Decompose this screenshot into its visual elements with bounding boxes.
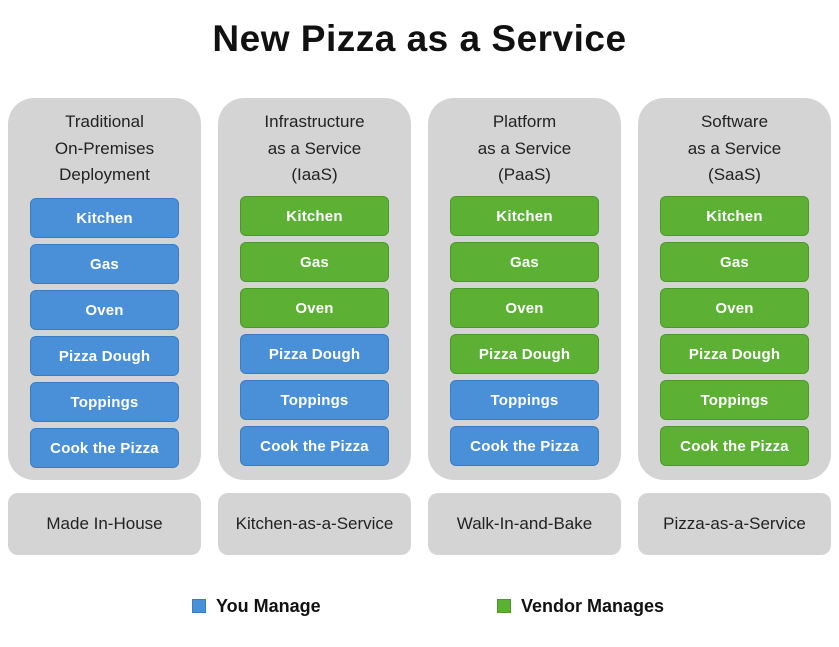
layer-stack: Kitchen Gas Oven Pizza Dough Toppings Co…: [450, 196, 599, 472]
heading-line: (SaaS): [708, 165, 761, 184]
model-label-walk-in-and-bake: Walk-In-and-Bake: [428, 493, 621, 555]
layer-kitchen: Kitchen: [450, 196, 599, 236]
layer-cook-the-pizza: Cook the Pizza: [240, 426, 389, 466]
layer-kitchen: Kitchen: [30, 198, 179, 238]
heading-line: Software: [700, 112, 769, 131]
layer-pizza-dough: Pizza Dough: [660, 334, 809, 374]
heading-line: Deployment: [59, 165, 150, 184]
heading-line: (IaaS): [291, 165, 338, 184]
legend-label: You Manage: [216, 595, 321, 616]
layer-gas: Gas: [240, 242, 389, 282]
heading-line: (PaaS): [498, 165, 551, 184]
layer-oven: Oven: [660, 288, 809, 328]
layer-pizza-dough: Pizza Dough: [240, 334, 389, 374]
legend-swatch-green: [497, 599, 511, 613]
layer-stack: Kitchen Gas Oven Pizza Dough Toppings Co…: [660, 196, 809, 472]
layer-oven: Oven: [450, 288, 599, 328]
column-saas: Software as a Service (SaaS) Kitchen Gas…: [638, 98, 831, 480]
legend-swatch-blue: [192, 599, 206, 613]
heading-line: Platform: [492, 112, 557, 131]
model-label-made-in-house: Made In-House: [8, 493, 201, 555]
column-heading: Traditional On-Premises Deployment: [8, 109, 201, 189]
layer-gas: Gas: [30, 244, 179, 284]
layer-cook-the-pizza: Cook the Pizza: [660, 426, 809, 466]
heading-line: as a Service: [477, 138, 572, 158]
layer-kitchen: Kitchen: [240, 196, 389, 236]
column-paas: Platform as a Service (PaaS) Kitchen Gas…: [428, 98, 621, 480]
layer-cook-the-pizza: Cook the Pizza: [30, 428, 179, 468]
diagram-title: New Pizza as a Service: [212, 18, 627, 59]
legend-you-manage: You Manage: [192, 593, 321, 619]
legend-vendor-manages: Vendor Manages: [497, 593, 664, 619]
column-heading: Software as a Service (SaaS): [638, 109, 831, 189]
column-traditional: Traditional On-Premises Deployment Kitch…: [8, 98, 201, 480]
layer-toppings: Toppings: [450, 380, 599, 420]
column-heading: Platform as a Service (PaaS): [428, 109, 621, 189]
layer-gas: Gas: [450, 242, 599, 282]
layer-cook-the-pizza: Cook the Pizza: [450, 426, 599, 466]
heading-line: Traditional: [65, 112, 144, 131]
layer-toppings: Toppings: [660, 380, 809, 420]
layer-toppings: Toppings: [30, 382, 179, 422]
column-heading: Infrastructure as a Service (IaaS): [218, 109, 411, 189]
column-iaas: Infrastructure as a Service (IaaS) Kitch…: [218, 98, 411, 480]
layer-stack: Kitchen Gas Oven Pizza Dough Toppings Co…: [240, 196, 389, 472]
layer-gas: Gas: [660, 242, 809, 282]
heading-line: as a Service: [687, 138, 782, 158]
heading-line: Infrastructure: [264, 112, 365, 131]
heading-line: On-Premises: [54, 138, 155, 158]
layer-stack: Kitchen Gas Oven Pizza Dough Toppings Co…: [30, 198, 179, 474]
model-label-pizza-as-a-service: Pizza-as-a-Service: [638, 493, 831, 555]
layer-pizza-dough: Pizza Dough: [30, 336, 179, 376]
layer-oven: Oven: [240, 288, 389, 328]
layer-kitchen: Kitchen: [660, 196, 809, 236]
heading-line: as a Service: [267, 138, 362, 158]
layer-pizza-dough: Pizza Dough: [450, 334, 599, 374]
legend-label: Vendor Manages: [521, 595, 665, 616]
layer-toppings: Toppings: [240, 380, 389, 420]
model-label-kitchen-as-a-service: Kitchen-as-a-Service: [218, 493, 411, 555]
layer-oven: Oven: [30, 290, 179, 330]
